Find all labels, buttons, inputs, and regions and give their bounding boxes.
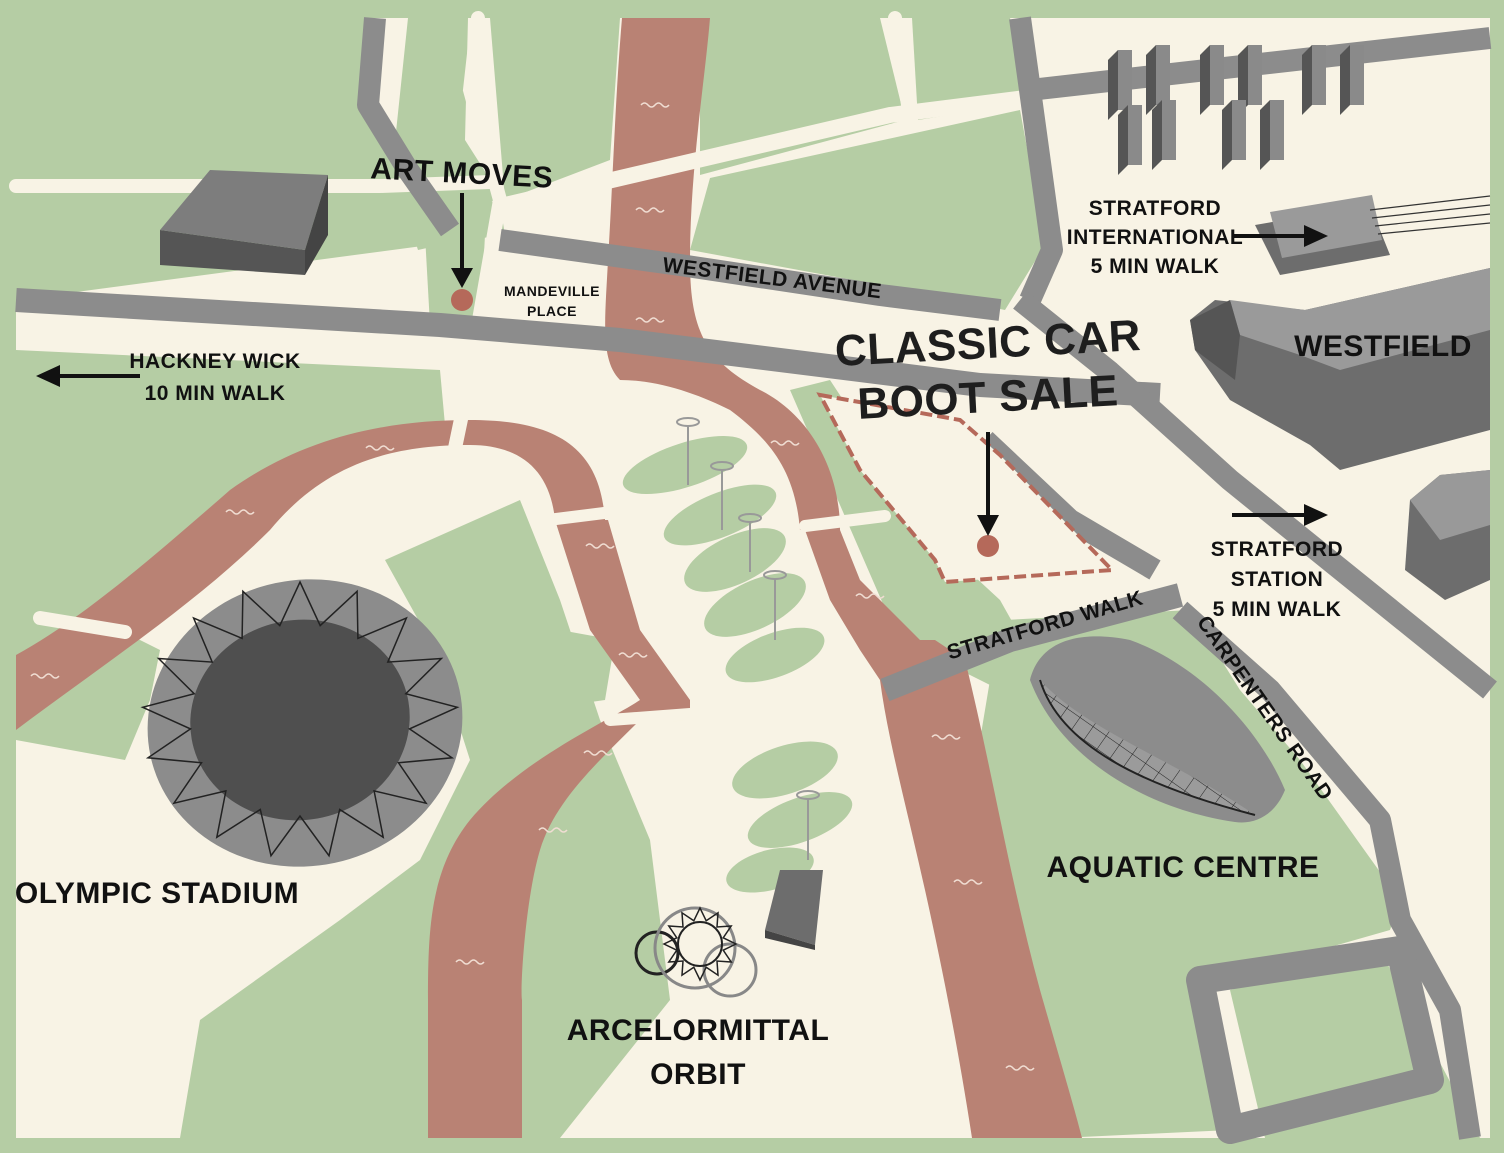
- stratford-station-label-line2: STATION: [1231, 568, 1324, 591]
- westfield-label: WESTFIELD: [1294, 330, 1472, 363]
- tower-block: [1222, 100, 1246, 170]
- art-moves-location-marker-icon[interactable]: [451, 289, 473, 311]
- stratford-city-blocks: [1108, 45, 1364, 175]
- lamp-post: [710, 461, 734, 530]
- tower-block: [1200, 45, 1224, 115]
- arrow-right-icon: [1232, 225, 1328, 247]
- river-wave-mark: [365, 445, 395, 451]
- lamp-post: [738, 513, 762, 572]
- orbit-label: ARCELORMITTAL: [567, 1014, 830, 1047]
- tower-block: [1302, 45, 1326, 115]
- stratford-station-label: STRATFORD: [1211, 538, 1343, 561]
- roads: [15, 16, 1497, 1144]
- building-east: [1405, 470, 1490, 600]
- tower-block: [1238, 45, 1262, 115]
- lamp-posts: [676, 417, 820, 860]
- hackney-wick-walk-label: 10 MIN WALK: [145, 382, 286, 405]
- river-wave-mark: [618, 652, 648, 658]
- river-wave-mark: [953, 879, 983, 885]
- arrow-down-icon: [977, 432, 999, 536]
- rivers: [16, 18, 1082, 1138]
- footpaths: [9, 11, 1033, 726]
- orbit-icon: [634, 906, 758, 998]
- tower-block: [1108, 50, 1132, 120]
- river-wave-mark: [770, 440, 800, 446]
- river-wave-mark: [30, 673, 60, 679]
- stratford-international-label-line2: INTERNATIONAL: [1067, 226, 1243, 249]
- arrow-right-icon: [1232, 504, 1328, 526]
- river-wave-mark: [855, 593, 885, 599]
- boot-sale-location-marker-icon[interactable]: [977, 535, 999, 557]
- tower-block: [1118, 105, 1142, 175]
- warehouse-building: [160, 170, 328, 275]
- river-wave-mark: [1005, 1065, 1035, 1071]
- railway-icon: [1369, 195, 1491, 235]
- river-wave-mark: [538, 827, 568, 833]
- promenade-lawns: [622, 435, 853, 893]
- river-wave-mark: [455, 959, 485, 965]
- river-wave-mark: [225, 509, 255, 515]
- lamp-post: [796, 790, 820, 860]
- orbit-building: [765, 870, 823, 950]
- river-wave-mark: [640, 102, 670, 108]
- river-wave-mark: [585, 543, 615, 549]
- olympic-stadium-label: OLYMPIC STADIUM: [15, 877, 299, 910]
- lamp-post: [763, 570, 787, 640]
- stratford-international-walk-label: 5 MIN WALK: [1091, 255, 1220, 278]
- river-wave-marks: [30, 102, 1035, 1071]
- arrow-down-icon: [451, 193, 473, 288]
- tower-block: [1340, 45, 1364, 115]
- westfield-building: [1190, 268, 1490, 470]
- aquatic-centre-label: AQUATIC CENTRE: [1046, 851, 1319, 884]
- river-wave-mark: [635, 317, 665, 323]
- mandeville-place-label-line2: PLACE: [527, 303, 577, 319]
- hackney-wick-label: HACKNEY WICK: [129, 350, 300, 373]
- tower-block: [1146, 45, 1170, 115]
- river-wave-mark: [931, 734, 961, 740]
- tower-block: [1260, 100, 1284, 170]
- mandeville-place-label: MANDEVILLE: [504, 283, 600, 299]
- orbit-label-line2: ORBIT: [650, 1058, 746, 1091]
- river-wave-mark: [635, 207, 665, 213]
- stratford-international-label: STRATFORD: [1089, 197, 1221, 220]
- stratford-station-walk-label: 5 MIN WALK: [1213, 598, 1342, 621]
- tower-block: [1152, 100, 1176, 170]
- stadium-icon: [140, 579, 463, 867]
- stratford-international-station: [1255, 195, 1390, 275]
- river-wave-mark: [583, 750, 613, 756]
- lamp-post: [676, 417, 700, 485]
- arrow-left-icon: [36, 365, 140, 387]
- boot-sale-site-outline: [816, 392, 1117, 585]
